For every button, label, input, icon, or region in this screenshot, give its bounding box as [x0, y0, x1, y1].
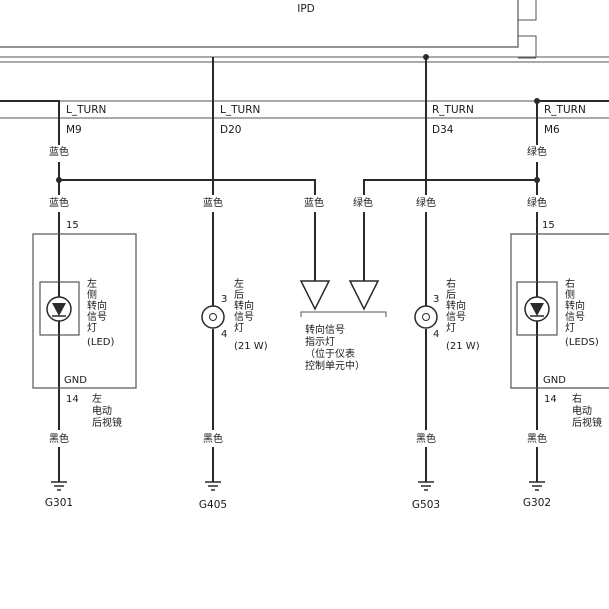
ground-label-g405: G405: [199, 499, 227, 511]
right-rear-l4: 灯: [446, 322, 456, 334]
indicator-right-arrow-icon: [348, 280, 380, 311]
left-mirror-pin-top: 15: [66, 220, 79, 231]
right-mirror-lamp-l5: (LEDS): [565, 337, 599, 348]
ipd-label: IPD: [297, 3, 315, 15]
connector-d34: D34: [432, 124, 454, 136]
right-rear-l2: 转向: [446, 299, 466, 312]
circuit-labels: L_TURN M9 L_TURN D20 R_TURN D34 R_TURN M…: [49, 104, 586, 158]
wire-color-m6: 绿色: [527, 145, 547, 158]
right-mirror-pin-bottom: 14: [544, 394, 557, 405]
connector-m6: M6: [544, 124, 560, 136]
diode-icon: [52, 303, 66, 316]
right-mirror-lamp-l3: 信号: [565, 311, 585, 323]
ground-label-g301: G301: [45, 497, 73, 509]
right-mirror-lamp-l1: 侧: [565, 288, 575, 301]
left-rear-l5: (21 W): [234, 341, 268, 352]
ground-icon: [205, 481, 221, 491]
right-rear-l0: 右: [446, 277, 456, 290]
left-rear-pin-bottom: 4: [221, 329, 227, 340]
grounds: G301 G405 G503 G302: [45, 481, 551, 511]
ground-label-g302: G302: [523, 497, 551, 509]
left-mirror: 15 GND 14 左 侧 转向 信号 灯 (LED) 左 电动 后视镜: [32, 220, 137, 429]
circuit-name-rt1: R_TURN: [432, 104, 474, 116]
bulb-icon: [414, 305, 438, 329]
left-mirror-lamp-l2: 转向: [87, 299, 107, 312]
wire-color-left-mirror: 蓝色: [49, 196, 69, 209]
left-mirror-lamp-l3: 信号: [87, 311, 107, 323]
right-mirror-label-l2: 后视镜: [572, 416, 602, 429]
right-mirror-gnd: GND: [543, 375, 566, 386]
indicator-l0: 转向信号: [305, 323, 345, 336]
turn-indicator: 转向信号 指示灯 （位于仪表 控制单元中）: [299, 280, 387, 372]
left-mirror-lamp-l1: 侧: [87, 288, 97, 301]
left-mirror-label-l0: 左: [92, 392, 102, 405]
wire-color-g301: 黑色: [49, 432, 69, 445]
left-rear-l3: 信号: [234, 311, 254, 323]
right-mirror: 15 GND 14 右 侧 转向 信号 灯 (LEDS) 右 电动 后视镜: [510, 220, 609, 429]
ground-icon: [529, 481, 545, 491]
wire-color-g302: 黑色: [527, 432, 547, 445]
wire-color-right-mirror: 绿色: [527, 196, 547, 209]
ipd-box: IPD: [0, 0, 537, 59]
right-mirror-lamp-l4: 灯: [565, 322, 575, 334]
right-rear-pin-top: 3: [433, 294, 439, 305]
left-rear-lamp: 3 4 左 后 转向 信号 灯 (21 W): [201, 277, 268, 352]
wire-color-m9: 蓝色: [49, 145, 69, 158]
connector-m9: M9: [66, 124, 82, 136]
left-mirror-lamp-l0: 左: [87, 277, 97, 290]
right-rear-l1: 后: [446, 289, 456, 301]
right-mirror-label-l1: 电动: [572, 404, 592, 417]
connector-d20: D20: [220, 124, 241, 136]
wire-color-g405: 黑色: [203, 432, 223, 445]
left-rear-l2: 转向: [234, 299, 254, 312]
right-rear-l3: 信号: [446, 311, 466, 323]
left-mirror-label-l1: 电动: [92, 404, 112, 417]
right-mirror-label-l0: 右: [572, 392, 582, 405]
indicator-l2: （位于仪表: [305, 347, 355, 360]
right-mirror-lamp-l0: 右: [565, 277, 575, 290]
diode-icon: [530, 303, 544, 316]
ground-icon: [418, 481, 434, 491]
left-rear-l4: 灯: [234, 322, 244, 334]
wires: [0, 54, 609, 482]
wire-color-indicator-left: 蓝色: [304, 196, 324, 209]
circuit-name-lt2: L_TURN: [220, 104, 260, 116]
ground-label-g503: G503: [412, 499, 440, 511]
wire-color-indicator-right: 绿色: [353, 196, 373, 209]
indicator-left-arrow-icon: [299, 280, 331, 311]
wire-color-right-rear: 绿色: [416, 196, 436, 209]
right-mirror-pin-top: 15: [542, 220, 555, 231]
left-rear-pin-top: 3: [221, 294, 227, 305]
circuit-name-lt1: L_TURN: [66, 104, 106, 116]
left-mirror-lamp-l5: (LED): [87, 337, 114, 348]
right-rear-pin-bottom: 4: [433, 329, 439, 340]
bulb-icon: [201, 305, 225, 329]
wire-color-left-rear: 蓝色: [203, 196, 223, 209]
ground-icon: [51, 481, 67, 491]
wire-colors-bottom: 黑色 黑色 黑色 黑色: [49, 432, 547, 445]
right-rear-lamp: 3 4 右 后 转向 信号 灯 (21 W): [414, 277, 480, 352]
wire-color-g503: 黑色: [416, 432, 436, 445]
left-mirror-pin-bottom: 14: [66, 394, 79, 405]
wire-colors-row: 蓝色 蓝色 蓝色 绿色 绿色 绿色: [49, 196, 547, 209]
right-mirror-lamp-l2: 转向: [565, 299, 585, 312]
left-mirror-label-l2: 后视镜: [92, 416, 122, 429]
indicator-l1: 指示灯: [305, 335, 335, 348]
right-rear-l5: (21 W): [446, 341, 480, 352]
left-rear-l0: 左: [234, 277, 244, 290]
circuit-name-rt2: R_TURN: [544, 104, 586, 116]
left-mirror-gnd: GND: [64, 375, 87, 386]
left-rear-l1: 后: [234, 289, 244, 301]
bus-lines: [0, 56, 609, 119]
left-mirror-lamp-l4: 灯: [87, 322, 97, 334]
indicator-l3: 控制单元中）: [305, 359, 365, 372]
